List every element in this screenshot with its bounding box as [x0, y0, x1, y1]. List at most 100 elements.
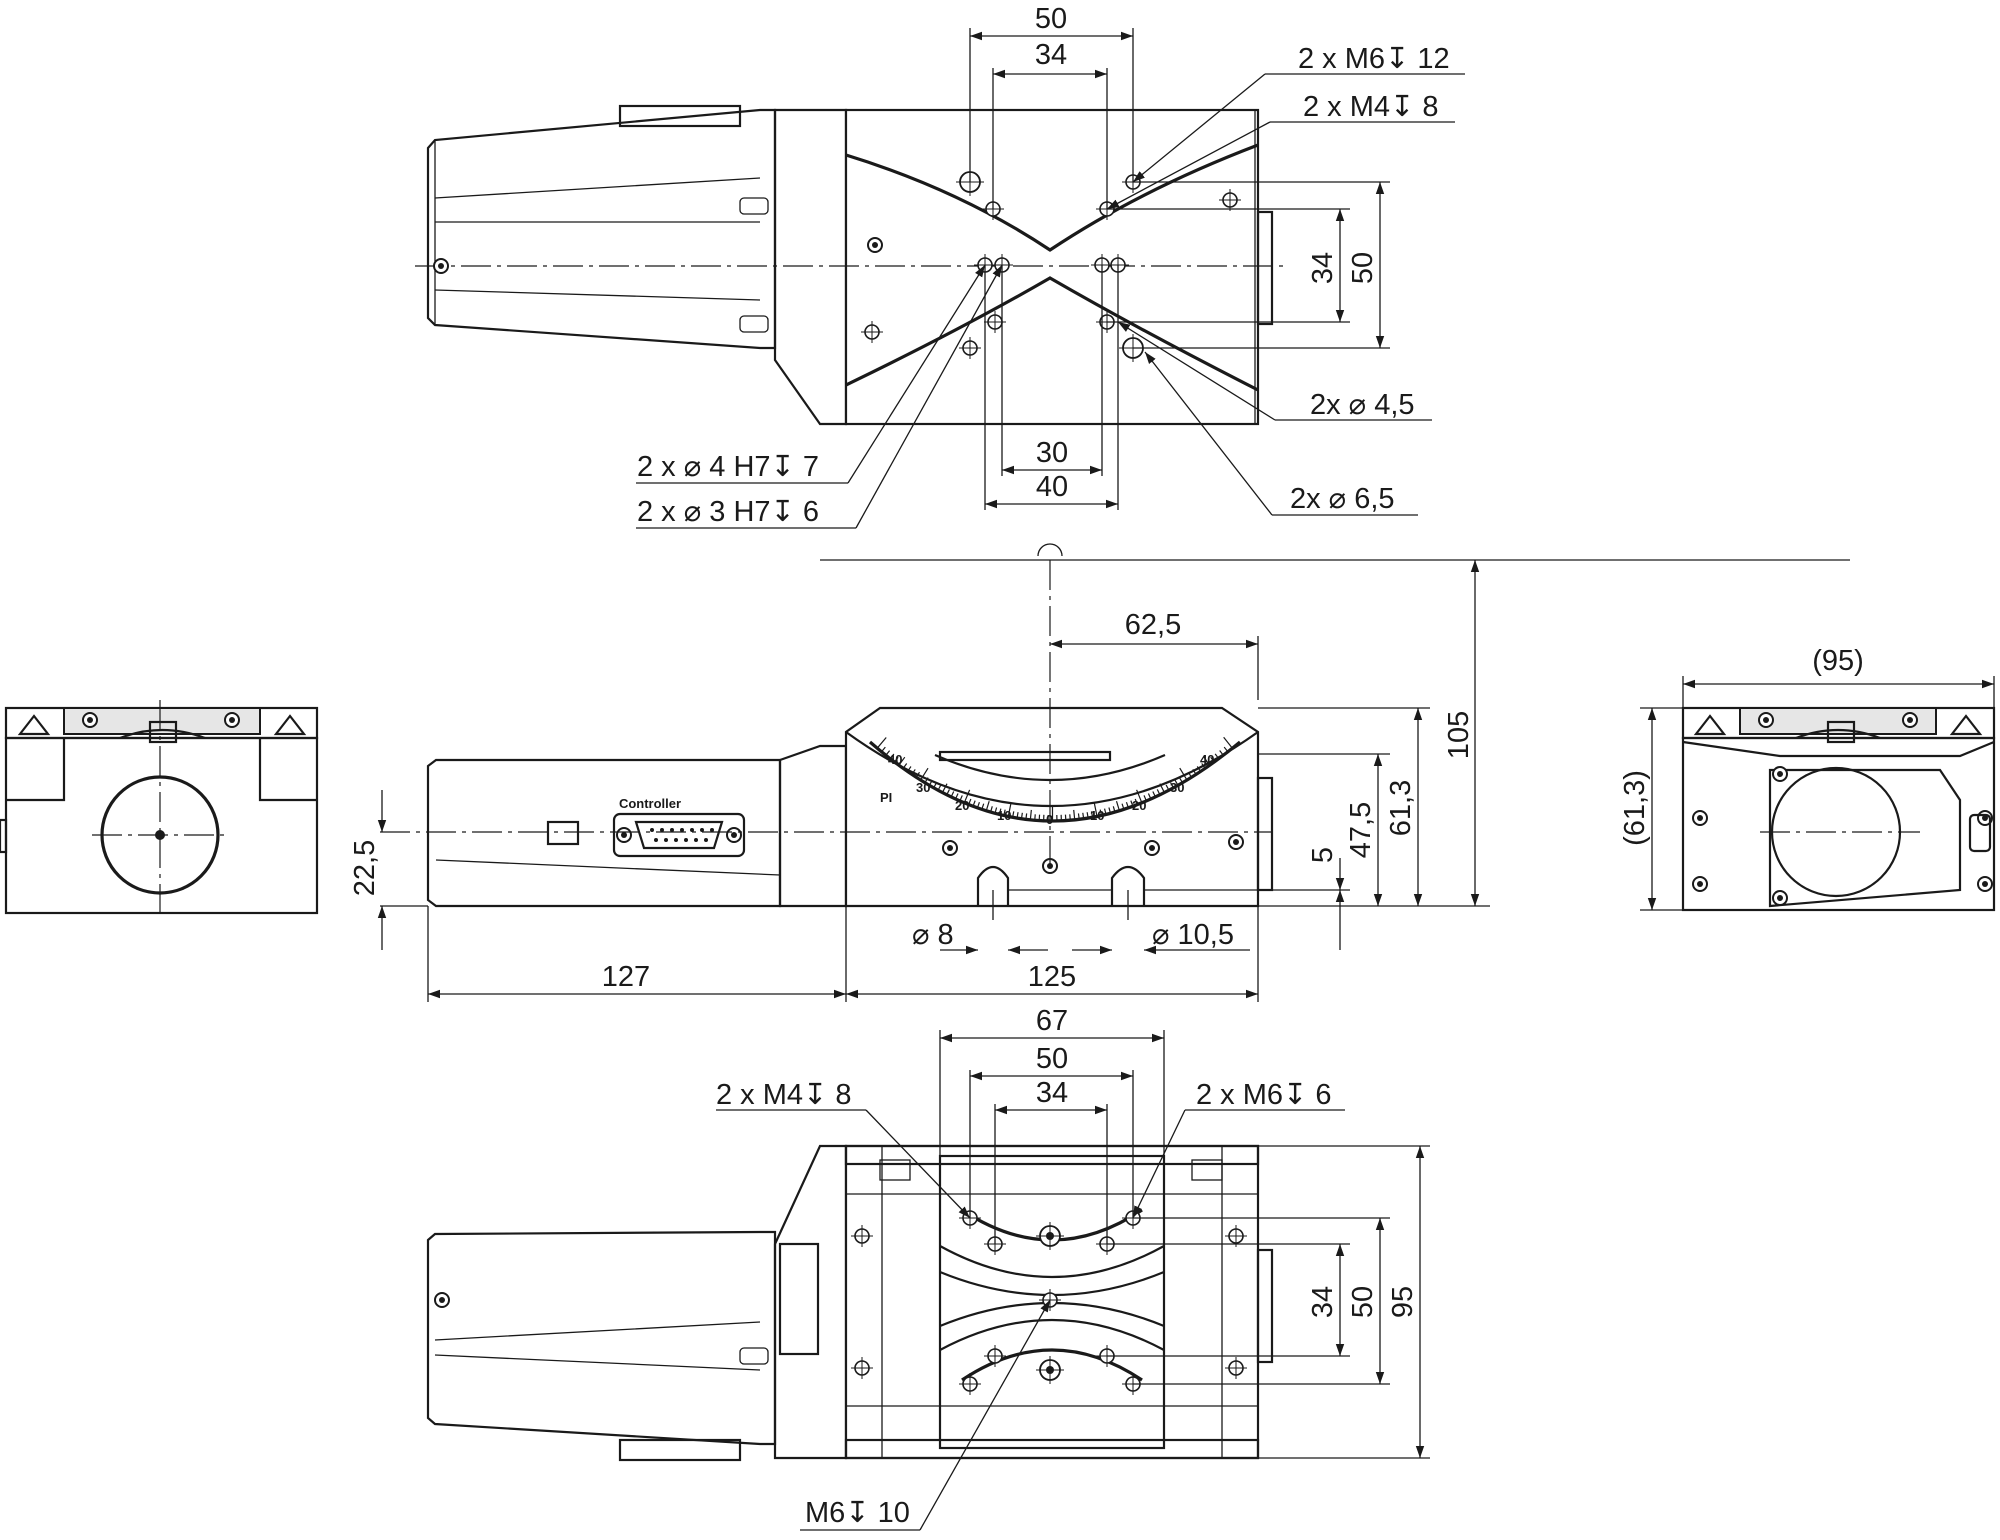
scale-tick — [1147, 793, 1152, 800]
brand-logo: PI — [880, 790, 892, 805]
scale-tick — [1003, 809, 1006, 816]
scale-tick — [1130, 800, 1134, 807]
dim-top-50-vertical: 50 — [1347, 252, 1379, 284]
right-end-motor-face — [1768, 768, 1962, 908]
scale-tick — [946, 789, 950, 796]
scale-tick — [1156, 789, 1161, 796]
scale-tick — [1025, 813, 1028, 820]
scale-tick — [972, 800, 976, 807]
motor-adapter — [773, 108, 848, 426]
scale-tick — [1203, 756, 1211, 766]
scale-tick — [1077, 813, 1080, 820]
scale-label-l10: 10 — [997, 808, 1011, 823]
scale-tick — [1196, 766, 1202, 772]
scale-tick — [981, 803, 985, 810]
dim-bottom-34-vertical: 34 — [1307, 1286, 1339, 1318]
dim-bottom-34: 34 — [1036, 1077, 1068, 1109]
scale-tick — [1134, 798, 1138, 805]
scale-label-l20: 20 — [955, 798, 969, 813]
scale-tick — [1223, 736, 1233, 749]
bottom-view: 67 50 34 34 50 95 2 x M4↧ 8 2 x M6↧ 6 M6… — [426, 1005, 1430, 1531]
scale-tick — [998, 808, 1002, 815]
scale-tick — [1174, 779, 1179, 786]
left-end-view — [0, 700, 319, 920]
dim-d10-5: ⌀ 10,5 — [1152, 919, 1234, 951]
top-view: 50 34 34 50 30 40 2 x M6↧ 12 2 x M4↧ 8 2… — [415, 3, 1465, 529]
callout-bottom-m6-6: 2 x M6↧ 6 — [1196, 1079, 1332, 1111]
dim-bottom-50: 50 — [1036, 1043, 1068, 1075]
scale-tick — [924, 777, 929, 784]
scale-tick — [1143, 795, 1147, 802]
scale-label-r30: 30 — [1170, 780, 1184, 795]
dim-105: 105 — [1443, 711, 1475, 759]
scale-tick — [1073, 809, 1076, 820]
scale-tick — [1082, 812, 1085, 819]
scale-tick — [1159, 783, 1165, 793]
dim-top-50: 50 — [1035, 3, 1067, 35]
scale-tick — [1210, 756, 1215, 763]
scale-tick — [876, 737, 887, 749]
right-end-body — [1681, 736, 1996, 912]
scale-tick — [1016, 812, 1019, 819]
scale-tick — [1103, 808, 1107, 815]
left-end-body — [4, 736, 319, 915]
scale-tick — [1090, 811, 1094, 818]
scale-tick — [1170, 782, 1174, 789]
scale-tick — [1214, 753, 1220, 760]
right-end-view: (95) (61,3) — [1619, 645, 1996, 912]
scale-tick — [1192, 769, 1197, 775]
scale-label-r40: 40 — [1200, 752, 1214, 767]
top-connector — [618, 104, 742, 128]
dim-bottom-67: 67 — [1036, 1005, 1068, 1037]
scale-tick — [1029, 809, 1032, 820]
scale-tick — [907, 766, 912, 772]
scale-tick — [1099, 809, 1103, 816]
front-view: Controller PI 40 30 20 10 0 10 20 30 — [349, 543, 1850, 1002]
scale-tick — [1178, 777, 1183, 784]
dim-bottom-95-vertical: 95 — [1387, 1286, 1419, 1318]
scale-tick — [911, 769, 916, 775]
scale-tick — [959, 795, 963, 802]
scale-tick — [894, 756, 899, 763]
dim-top-34-vertical: 34 — [1307, 252, 1339, 284]
scale-tick — [994, 807, 998, 814]
callout-m6-12: 2 x M6↧ 12 — [1298, 43, 1450, 75]
saddle-lower — [845, 276, 1259, 392]
scale-label-l40: 40 — [888, 752, 902, 767]
scale-tick — [1136, 789, 1143, 804]
callout-d4-5: 2x ⌀ 4,5 — [1310, 389, 1415, 421]
scale-tick — [1086, 812, 1089, 819]
front-motor-window — [546, 820, 580, 846]
callout-bottom-m4-8: 2 x M4↧ 8 — [716, 1079, 852, 1111]
dim-125: 125 — [1028, 961, 1076, 993]
scale-tick — [1108, 807, 1112, 814]
scale-tick — [1020, 812, 1023, 819]
dim-top-34: 34 — [1035, 39, 1067, 71]
scale-tick — [950, 791, 955, 798]
dim-22-5: 22,5 — [349, 840, 381, 896]
dim-5: 5 — [1307, 847, 1339, 863]
saddle-upper — [845, 143, 1259, 252]
scale-tick — [941, 783, 948, 793]
scale-tick — [976, 801, 980, 809]
scale-tick — [1007, 802, 1012, 817]
controller-connector[interactable] — [612, 812, 746, 858]
scale-tick — [1223, 746, 1229, 753]
scale-tick — [1112, 806, 1116, 813]
scale-tick — [968, 798, 972, 805]
scale-tick — [1093, 802, 1098, 817]
scale-tick — [933, 782, 938, 789]
scale-tick — [954, 793, 959, 800]
scale-tick — [885, 750, 891, 756]
dim-top-40: 40 — [1036, 471, 1068, 503]
scale-tick — [920, 767, 929, 781]
scale-tick — [1219, 750, 1224, 756]
scale-tick — [889, 753, 895, 760]
dim-side-61-3: (61,3) — [1619, 770, 1651, 846]
scale-tick — [881, 746, 886, 753]
callout-h7-3: 2 x ⌀ 3 H7↧ 6 — [637, 496, 819, 528]
scale-tick — [928, 779, 933, 786]
callout-d6-5: 2x ⌀ 6,5 — [1290, 483, 1395, 515]
connector-label: Controller — [619, 796, 681, 811]
